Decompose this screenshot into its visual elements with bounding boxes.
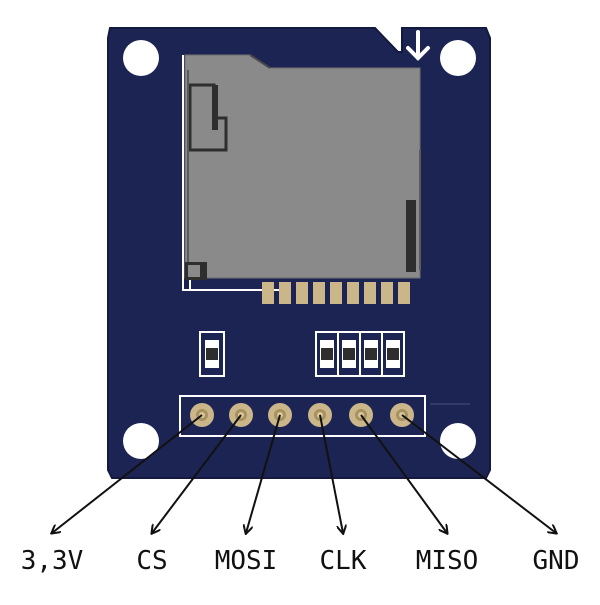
leader-arrow-3 [246,414,281,533]
sd-card-slot [182,54,421,304]
smd-component-left [199,331,225,377]
leader-arrow-6 [401,414,556,533]
pin-label-1: 3,3V [20,546,84,576]
mount-hole-bottom-right [440,423,476,459]
leader-arrow-1 [52,414,203,533]
pin-label-6: GND [532,546,580,576]
mount-hole-top-left [123,40,159,76]
pin-label-3: MOSI [214,546,278,576]
pin-header-outline [179,395,426,437]
pin-label-5: MISO [415,546,479,576]
leader-arrow-2 [152,414,242,533]
smd-component-array [315,331,405,377]
mount-hole-top-right [440,40,476,76]
slot-contact-pads [262,282,410,304]
leader-arrow-5 [360,414,447,533]
pin-label-4: CLK [319,546,367,576]
mount-hole-bottom-left [123,423,159,459]
pin-label-2: CS [136,546,168,576]
leader-arrow-4 [319,414,343,533]
down-arrow-icon [406,30,430,61]
